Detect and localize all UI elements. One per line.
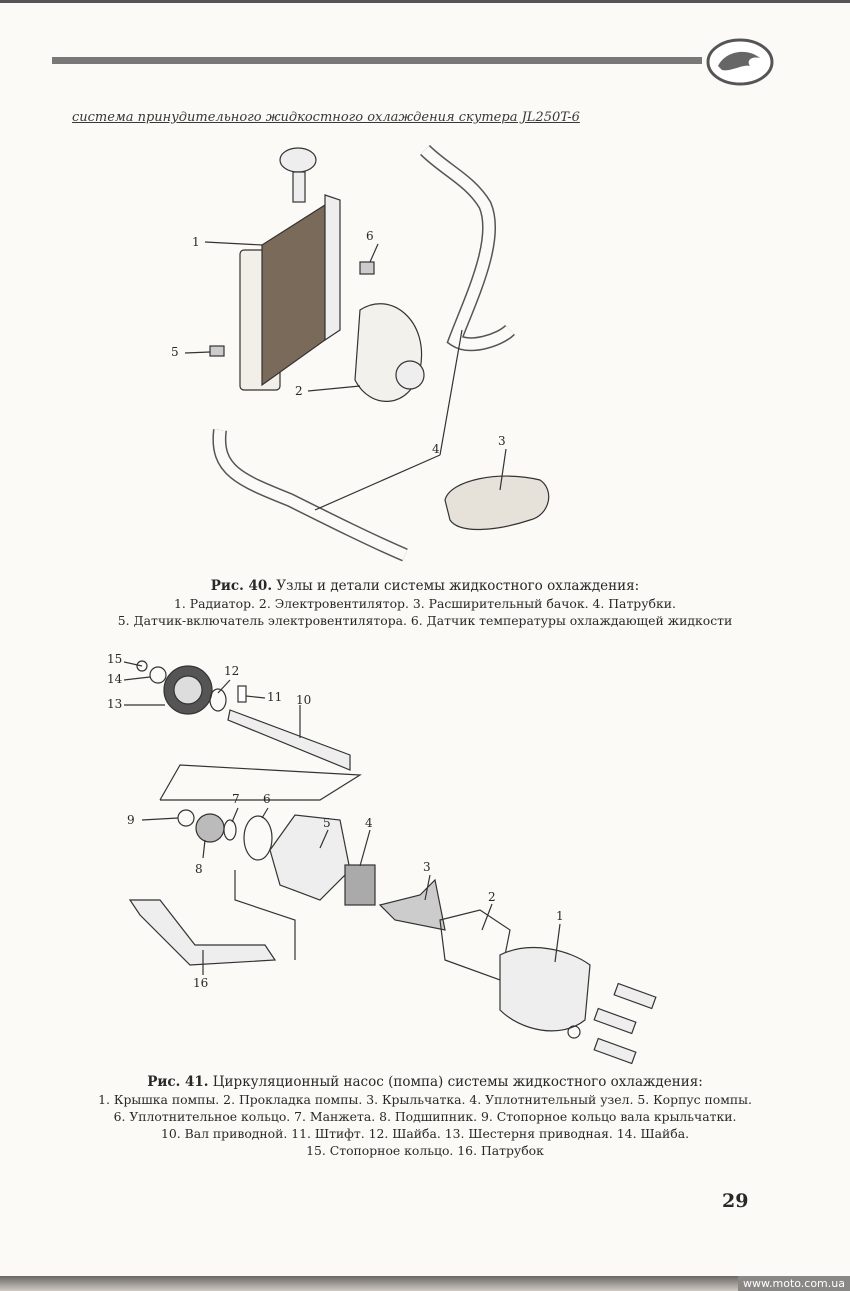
callout-number: 1	[192, 235, 200, 249]
figure-41-label: Рис. 41.	[147, 1074, 209, 1090]
callout-number: 3	[423, 860, 431, 874]
callout-number: 1	[556, 909, 564, 923]
caption-line: 5. Датчик-включатель электровентилятора.…	[117, 613, 733, 628]
section-header: система принудительного жидкостного охла…	[72, 110, 580, 125]
callout-number: 5	[323, 816, 331, 830]
page-top-edge	[0, 0, 850, 3]
callout-number: 2	[295, 384, 303, 398]
callout-number: 9	[127, 813, 135, 827]
watermark[interactable]: www.moto.com.ua	[738, 1276, 850, 1291]
figure-40-title: Узлы и детали системы жидкостного охлажд…	[276, 578, 640, 594]
callout-number: 6	[263, 792, 271, 806]
caption-line: 1. Крышка помпы. 2. Прокладка помпы. 3. …	[98, 1092, 752, 1107]
figure-40-drawing	[184, 144, 550, 562]
callout-number: 2	[488, 890, 496, 904]
callout-number: 15	[107, 652, 123, 666]
figure-40-label: Рис. 40.	[210, 578, 273, 594]
caption-line: 6. Уплотнительное кольцо. 7. Манжета. 8.…	[113, 1109, 737, 1124]
callout-number: 16	[193, 976, 209, 990]
caption-line: 15. Стопорное кольцо. 16. Патрубок	[306, 1143, 544, 1158]
callout-number: 12	[224, 664, 240, 678]
figure-41-title: Циркуляционный насос (помпа) системы жид…	[212, 1074, 703, 1090]
callout-number: 11	[267, 690, 283, 704]
callout-number: 10	[296, 693, 312, 707]
callout-number: 14	[107, 672, 123, 686]
callout-number: 5	[171, 345, 179, 359]
dragon-logo-icon	[706, 38, 774, 86]
figure-41-caption: Рис. 41. Циркуляционный насос (помпа) си…	[0, 1074, 850, 1159]
caption-line: 1. Радиатор. 2. Электровентилятор. 3. Ра…	[174, 596, 676, 611]
callout-number: 6	[366, 229, 374, 243]
callout-number: 4	[432, 442, 440, 456]
header-rule	[52, 57, 702, 64]
callout-number: 4	[365, 816, 373, 830]
page-bottom-edge	[0, 1276, 850, 1291]
callout-number: 7	[232, 792, 240, 806]
callout-number: 8	[195, 862, 203, 876]
figure-40-caption: Рис. 40. Узлы и детали системы жидкостно…	[0, 578, 850, 629]
page-number: 29	[722, 1190, 749, 1212]
callout-number: 3	[498, 434, 506, 448]
callout-number: 13	[107, 697, 123, 711]
caption-line: 10. Вал приводной. 11. Штифт. 12. Шайба.…	[160, 1126, 690, 1141]
figure-41-drawing	[123, 660, 657, 1065]
